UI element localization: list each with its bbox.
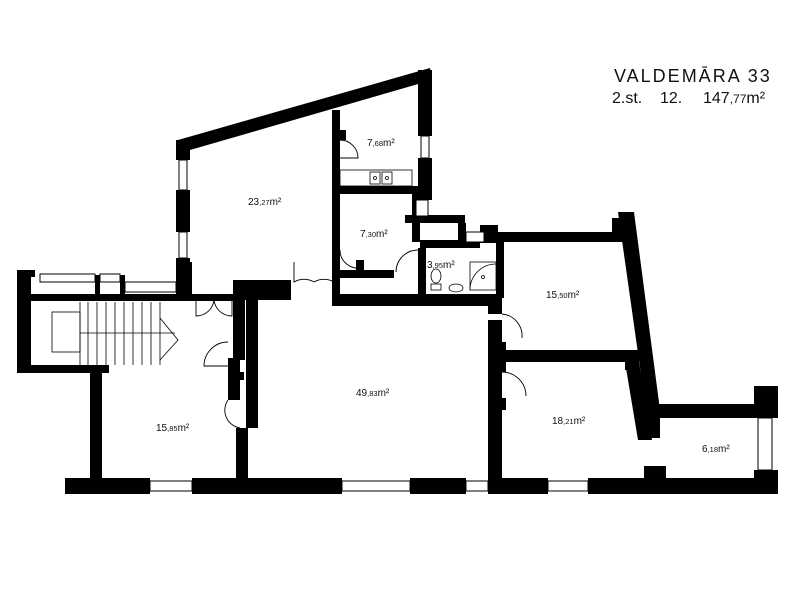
wall <box>90 372 102 482</box>
window <box>149 480 193 492</box>
wall <box>176 190 190 232</box>
toilet <box>430 268 442 284</box>
wall <box>418 248 426 298</box>
wall <box>588 478 754 494</box>
door <box>224 399 241 429</box>
shower <box>469 261 497 291</box>
wall <box>31 294 241 301</box>
wall <box>17 270 35 277</box>
wall <box>120 275 125 297</box>
wall <box>332 110 340 295</box>
room-label-hall-7: 7,30m² <box>360 229 388 240</box>
wall <box>65 478 150 494</box>
door <box>293 262 315 283</box>
wall <box>492 398 506 410</box>
door <box>395 249 419 273</box>
wall <box>420 240 480 248</box>
stairs <box>51 302 179 365</box>
wall <box>332 186 422 194</box>
sink <box>369 171 381 185</box>
door <box>501 371 527 397</box>
wall <box>644 466 666 480</box>
wall <box>17 365 109 373</box>
fixtures <box>339 169 497 293</box>
wall <box>233 280 245 360</box>
room-label-living-23: 23,27m² <box>248 197 282 208</box>
windows <box>39 135 773 492</box>
wall <box>638 418 660 438</box>
window <box>341 480 411 492</box>
wall <box>496 240 504 298</box>
wall <box>410 478 466 494</box>
total-area-int: 147 <box>703 90 730 107</box>
wall <box>228 372 244 380</box>
kitchen-counter <box>339 169 413 187</box>
wall <box>236 428 248 486</box>
room-label-bath: 3,95m² <box>427 260 455 271</box>
wall <box>284 478 342 494</box>
address-title: VALDEMĀRA 33 <box>614 66 772 86</box>
wall <box>754 386 778 418</box>
wall <box>498 232 612 242</box>
room-label-15-85: 15,85m² <box>156 423 190 434</box>
window <box>757 417 773 471</box>
wall <box>332 294 502 306</box>
door <box>213 299 233 317</box>
wall <box>178 68 432 150</box>
walls <box>17 68 778 494</box>
door <box>501 313 523 339</box>
window <box>465 480 489 492</box>
door <box>203 341 229 367</box>
window <box>178 231 188 259</box>
window <box>124 281 177 293</box>
room-label-18: 18,21m² <box>552 416 586 427</box>
total-area-unit: m² <box>746 90 766 107</box>
window <box>178 159 188 191</box>
doors <box>195 139 527 429</box>
room-label-49: 49,83m² <box>356 388 390 399</box>
room-label-kitchen: 7,68m² <box>367 138 395 149</box>
wall <box>176 262 192 300</box>
total-area-dec: ,77 <box>729 92 747 106</box>
wall <box>176 140 190 160</box>
door <box>339 139 359 159</box>
wall <box>418 70 432 136</box>
window <box>420 135 430 159</box>
wall <box>638 404 754 418</box>
window <box>547 480 589 492</box>
wall <box>246 298 258 428</box>
wall <box>176 258 190 270</box>
wall <box>488 294 502 314</box>
wall <box>245 280 291 300</box>
window <box>99 273 121 283</box>
sink <box>381 171 393 185</box>
room-label-6: 6,18m² <box>702 444 730 455</box>
wall <box>488 478 548 494</box>
total-area: 147,77m² <box>703 90 765 108</box>
door <box>339 249 357 269</box>
wall <box>458 223 466 243</box>
door <box>313 262 335 283</box>
window <box>415 199 429 217</box>
washbasin <box>448 283 464 293</box>
wall <box>754 470 778 494</box>
wall <box>95 275 100 297</box>
window <box>465 231 485 243</box>
wall <box>618 212 660 410</box>
wall <box>502 350 632 362</box>
apartment-number: 12. <box>660 90 683 107</box>
window <box>39 273 96 283</box>
floor-label: 2.st. <box>612 90 643 107</box>
room-label-15-50: 15,50m² <box>546 290 580 301</box>
door <box>195 299 215 317</box>
wall <box>405 215 465 223</box>
wall <box>332 270 394 278</box>
room-labels: 7,68m² 23,27m² 7,30m² 3,95m² 15,50m² 49,… <box>156 138 730 455</box>
wall <box>356 260 364 272</box>
wall <box>492 342 506 372</box>
wall <box>17 270 31 372</box>
wall <box>332 130 346 140</box>
